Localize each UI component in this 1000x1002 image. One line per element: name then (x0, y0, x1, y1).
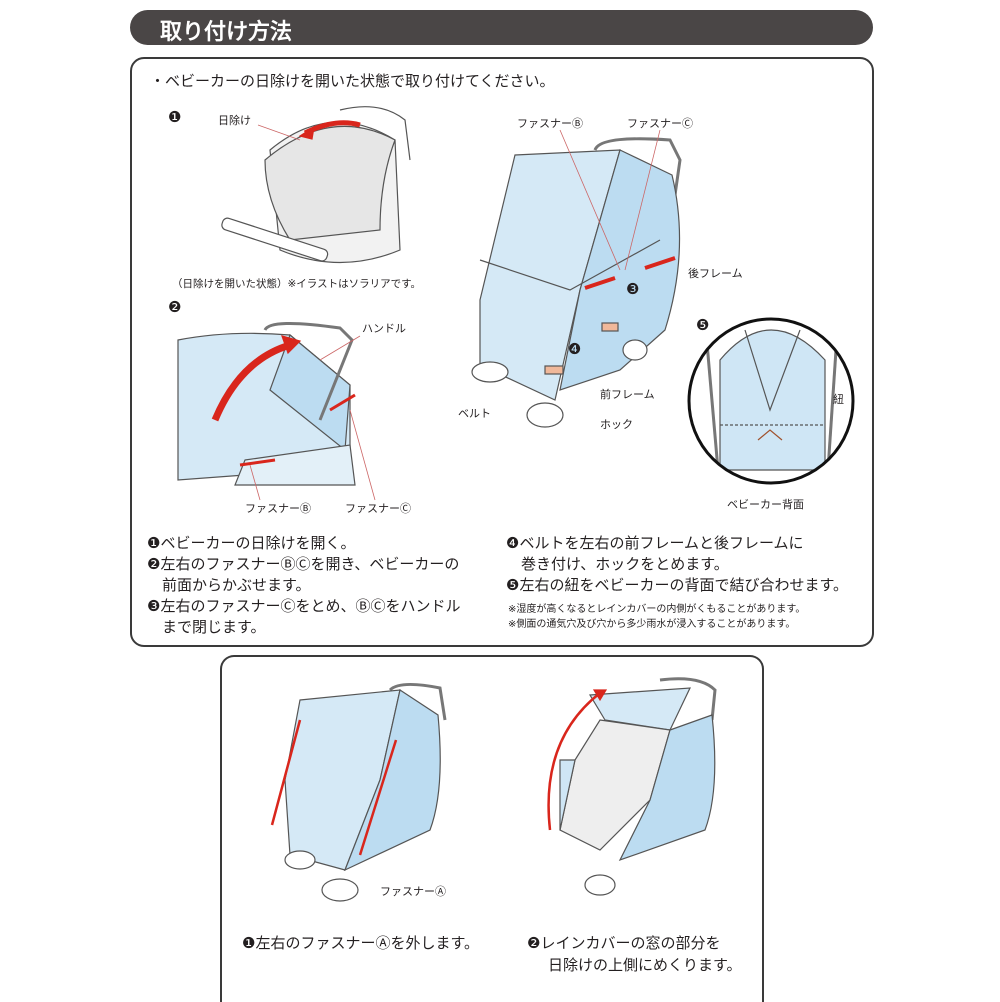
step-text: ❸左右のファスナーⒸをとめ、ⒷⒸをハンドル (147, 597, 461, 615)
instructions-panel (130, 57, 874, 647)
intro-text: ・ベビーカーの日除けを開いた状態で取り付けてください。 (150, 72, 555, 90)
bottom-step2: ❷レインカバーの窓の部分を (527, 934, 721, 952)
step1-marker: ❶ (168, 108, 182, 126)
handle-label: ハンドル (362, 322, 406, 335)
section-header: 取り付け方法 (130, 10, 873, 45)
remove-fastener-illustration (270, 683, 447, 902)
step4-marker: ❹ (568, 340, 582, 358)
fastener-b-label: ファスナーⒷ (245, 502, 311, 515)
bottom-step1: ❶左右のファスナーⒶを外します。 (242, 934, 479, 952)
canopy-label: 日除け (218, 114, 251, 127)
cover-over-stroller-illustration (177, 321, 376, 501)
belt-label: ベルト (458, 407, 491, 420)
rear-frame-label: 後フレーム (688, 267, 743, 280)
step-text: 巻き付け、ホックをとめます。 (506, 555, 729, 573)
fastener-a-label: ファスナーⒶ (380, 885, 446, 898)
stroller-back-illustration (687, 317, 855, 485)
step2-marker: ❷ (168, 298, 182, 316)
stroller-canopy-illustration (221, 106, 411, 264)
step-text: まで閉じます。 (147, 618, 266, 636)
step3-marker: ❸ (626, 280, 640, 298)
hook-label: ホック (600, 418, 633, 431)
note: ※側面の通気穴及び穴から多少雨水が浸入することがあります。 (508, 619, 796, 630)
fig1-caption: （日除けを開いた状態）※イラストはソラリアです。 (172, 278, 422, 290)
stroller-back-caption: ベビーカー背面 (727, 498, 804, 511)
bottom-step2-cont: 日除けの上側にめくります。 (548, 956, 742, 974)
step-text: ❺左右の紐をベビーカーの背面で結び合わせます。 (506, 576, 848, 594)
fastener-b-label: ファスナーⒷ (517, 117, 583, 130)
step-text: ❶ベビーカーの日除けを開く。 (147, 534, 356, 552)
step5-marker: ❺ (696, 316, 710, 334)
front-frame-label: 前フレーム (600, 388, 655, 401)
page-title: 取り付け方法 (160, 20, 293, 45)
step-text: ❷左右のファスナーⒷⒸを開き、ベビーカーの (147, 555, 460, 573)
string-label: 紐 (833, 393, 844, 406)
note: ※湿度が高くなるとレインカバーの内側がくもることがあります。 (508, 604, 806, 615)
fastener-c-label: ファスナーⒸ (627, 117, 693, 130)
fastener-c-label: ファスナーⒸ (345, 502, 411, 515)
removal-panel (220, 655, 764, 1002)
step-text: 前面からかぶせます。 (147, 576, 311, 594)
installed-cover-illustration (471, 129, 682, 428)
step-text: ❹ベルトを左右の前フレームと後フレームに (506, 534, 804, 552)
roll-up-window-illustration (547, 677, 717, 896)
